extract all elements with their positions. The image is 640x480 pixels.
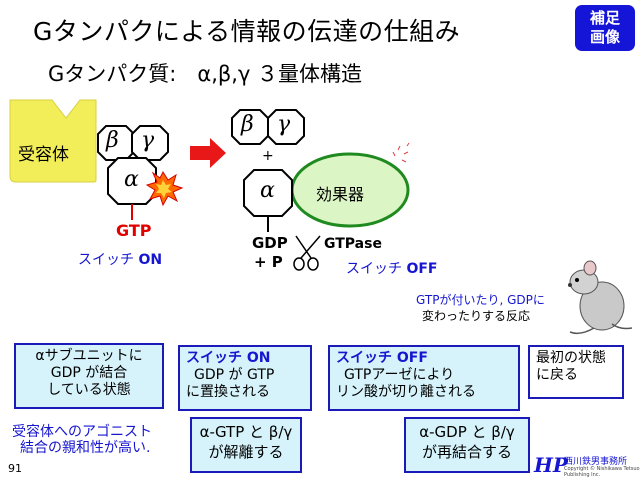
alpha-label-right: α [260, 178, 275, 203]
beta-label-right: β [241, 112, 254, 137]
switch-on-label: スイッチ ON [78, 249, 162, 269]
sparkle-marks [392, 142, 410, 163]
reaction-note: GTPが付いたり, GDPに 変わったりする反応 [416, 292, 545, 324]
switch-on-prefix: スイッチ [78, 252, 134, 268]
switch-off-label: スイッチ OFF [346, 258, 437, 278]
alpha-label-left: α [124, 167, 139, 192]
agonist-note-line-2: 結合の親和性が高い. [20, 440, 151, 456]
receptor-shape [9, 99, 97, 183]
badge-line-2: 画像 [589, 28, 620, 46]
beta-label-left: β [106, 128, 119, 153]
slide-subtitle: Gタンパク質: α,β,γ ３量体構造 [48, 62, 363, 86]
step-3-heading: スイッチ OFF [336, 350, 428, 366]
step-1-line-2: GDP が結合 [50, 365, 128, 381]
step-box-5: α-GTP と β/γ が解離する [190, 417, 302, 473]
plus-p-label: + P [254, 253, 283, 271]
step-box-6: α-GDP と β/γ が再結合する [404, 417, 530, 473]
step-1-line-1: αサブユニットに [35, 348, 143, 364]
slide-title: Gタンパクによる情報の伝達の仕組み [33, 17, 461, 46]
page-number: 91 [8, 462, 22, 475]
reaction-note-line-2: 変わったりする反応 [422, 309, 531, 323]
badge-line-1: 補足 [589, 9, 620, 27]
plus-sign: + [262, 148, 274, 164]
scissors-icon [293, 235, 321, 271]
step-2-line-1: GDP が GTP [194, 367, 275, 383]
gamma-label-right: γ [277, 112, 291, 137]
gtp-label: GTP [116, 221, 152, 240]
step-1-line-3: している状態 [47, 382, 131, 398]
supplement-image-badge[interactable]: 補足 画像 [575, 5, 635, 51]
step-4-line-1: 最初の状態 [536, 350, 606, 366]
switch-off-state: OFF [406, 261, 438, 277]
alpha-subunit-left [107, 157, 157, 205]
effector-label: 効果器 [316, 185, 365, 204]
step-box-2: スイッチ ON GDP が GTP に置換される [178, 345, 312, 411]
step-box-3: スイッチ OFF GTPアーゼにより リン酸が切り離される [328, 345, 520, 411]
step-box-1: αサブユニットに GDP が結合 している状態 [14, 343, 164, 409]
gamma-label-left: γ [141, 128, 155, 153]
step-6-line-2: が再結合する [421, 443, 512, 461]
logo-copyright: Copyright © Nishikawa Tetsuo [564, 466, 640, 472]
publisher-logo: HP 西川鉄男事務所 Copyright © Nishikawa Tetsuo … [534, 453, 640, 478]
switch-off-prefix: スイッチ [346, 261, 402, 277]
switch-on-state: ON [138, 252, 163, 268]
alpha-subunit-right [243, 169, 293, 217]
step-5-line-2: が解離する [208, 443, 284, 461]
logo-name: 西川鉄男事務所 [564, 457, 628, 467]
agonist-note-line-1: 受容体へのアゴニスト [12, 424, 152, 440]
step-4-line-2: に戻る [536, 367, 578, 383]
transition-arrow [190, 138, 226, 168]
gamma-subunit-right [267, 109, 305, 145]
logo-mark: HP [534, 453, 568, 477]
step-3-line-2: リン酸が切り離される [336, 384, 476, 400]
gtpase-label: GTPase [324, 236, 382, 252]
step-3-line-1: GTPアーゼにより [344, 367, 455, 383]
step-2-line-2: に置換される [186, 384, 270, 400]
logo-publisher: Publishing Inc. [564, 472, 601, 478]
receptor-label: 受容体 [18, 145, 69, 165]
step-6-line-1: α-GDP と β/γ [419, 423, 515, 441]
mouse-icon [568, 260, 633, 335]
step-5-line-1: α-GTP と β/γ [199, 423, 293, 441]
agonist-note: 受容体へのアゴニスト 結合の親和性が高い. [12, 424, 152, 456]
step-2-heading: スイッチ ON [186, 350, 271, 366]
reaction-note-line-1: GTPが付いたり, GDPに [416, 293, 545, 307]
gdp-label: GDP [252, 234, 288, 252]
beta-subunit-right [231, 109, 269, 145]
gamma-subunit-left [131, 125, 169, 161]
step-box-4: 最初の状態 に戻る [528, 345, 624, 399]
